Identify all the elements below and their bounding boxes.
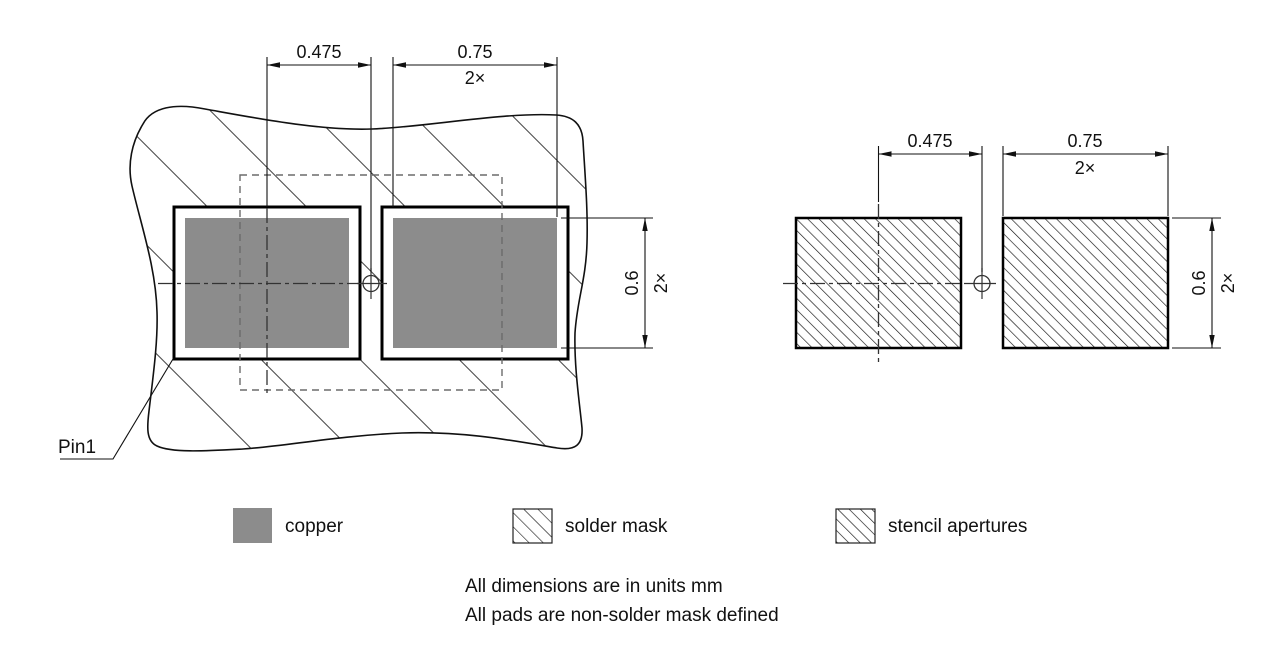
dim-pad-width-qty: 2× [465,68,486,88]
dim-pad-width-label: 0.75 [457,42,492,62]
arrow-right-icon [544,62,557,68]
note-mask-defined: All pads are non-solder mask defined [465,605,779,626]
left-view: 0.475 0.75 2× 0.6 2× Pin1 [58,42,671,460]
legend-item-copper: copper [233,508,344,543]
dim-pitch-label: 0.475 [296,42,341,62]
legend-copper-label: copper [285,516,344,537]
arrow-right-icon [1155,151,1168,157]
legend-item-stencil: stencil apertures [835,508,1027,544]
component-outline [239,174,503,391]
arrow-down-icon [1209,335,1215,348]
right-copper-pad [393,218,557,348]
right-view: 0.475 0.75 2× 0.6 2× [783,131,1238,362]
dim-aperture-width-label: 0.75 [1067,131,1102,151]
copper-swatch-icon [233,508,272,543]
origin-crosshair-marker [357,268,387,299]
solder-mask-swatch-icon [512,508,553,544]
arrow-up-icon [642,218,648,231]
arrow-right-icon [969,151,982,157]
dim-pad-height-label: 0.6 [622,270,642,295]
dim-aperture-pitch-label: 0.475 [907,131,952,151]
right-stencil-aperture [1001,216,1170,350]
dim-aperture-height-qty: 2× [1218,273,1238,294]
pin1-label: Pin1 [58,437,96,458]
arrow-left-icon [267,62,280,68]
arrow-down-icon [642,335,648,348]
origin-crosshair-marker [968,268,996,299]
pin1-leader-line [60,358,174,460]
legend-item-solder-mask: solder mask [512,508,668,544]
arrow-left-icon [878,151,892,157]
legend-solder-mask-label: solder mask [565,516,668,537]
dim-pad-height-qty: 2× [651,273,671,294]
dim-aperture-height-label: 0.6 [1189,270,1209,295]
legend-stencil-label: stencil apertures [888,516,1027,537]
note-units: All dimensions are in units mm [465,576,723,597]
arrow-up-icon [1209,218,1215,231]
notes: All dimensions are in units mm All pads … [465,576,779,626]
stencil-swatch-icon [835,508,876,544]
dim-aperture-width-qty: 2× [1075,158,1096,178]
arrow-left-icon [1003,151,1016,157]
legend: copper solder mask stencil apertures [233,508,1027,544]
arrow-left-icon [393,62,406,68]
arrow-right-icon [358,62,371,68]
